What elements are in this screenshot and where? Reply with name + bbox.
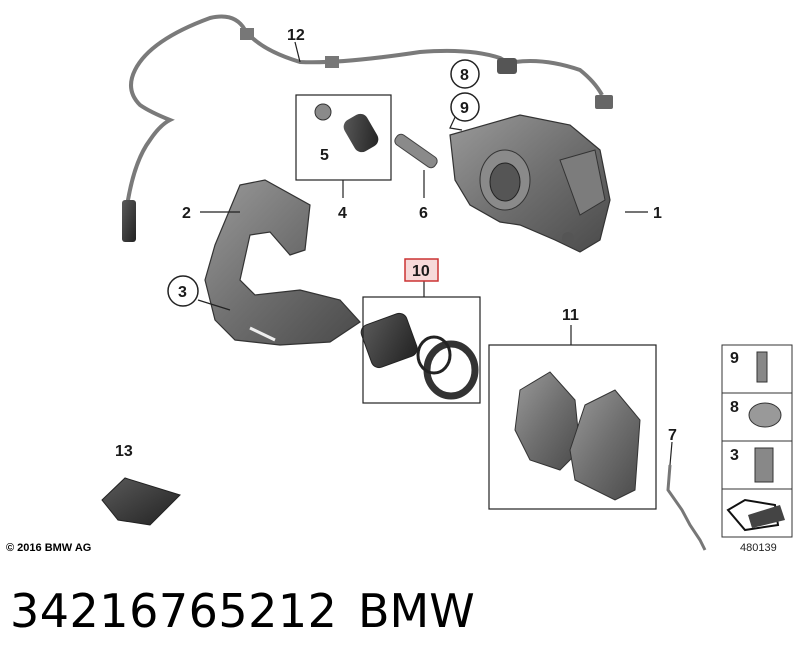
- caliper-housing: [449, 114, 611, 253]
- guide-pin: [394, 133, 438, 169]
- callout-7: 7: [668, 427, 677, 444]
- callout-10-highlight: [404, 258, 439, 282]
- guide-sleeve: [314, 103, 379, 153]
- wear-sensor-cable: [122, 14, 613, 242]
- callout-2: 2: [182, 205, 191, 222]
- legend-3: 3: [730, 447, 739, 464]
- legend-banjo-bolt: [748, 402, 782, 428]
- box-10: [362, 296, 481, 404]
- callout-6: 6: [419, 205, 428, 222]
- part-number: 34216765212: [10, 584, 338, 638]
- callout-3: 3: [178, 284, 187, 301]
- callout-5: 5: [320, 147, 329, 164]
- exploded-parts-diagram: 12 1 2 4 5 6 11 7 13 8 9 3 10 9 8 3: [101, 14, 793, 551]
- legend-8: 8: [730, 399, 739, 416]
- copyright-notice: © 2016 BMW AG: [6, 542, 92, 554]
- callout-9: 9: [460, 100, 469, 117]
- spring-clip: [666, 464, 707, 551]
- leader-lines: [197, 41, 673, 466]
- caliper-carrier: [204, 179, 361, 346]
- hardware-legend: 9 8 3: [721, 344, 793, 538]
- diagram-reference-number: 480139: [740, 542, 777, 554]
- callout-8-circle: [450, 59, 480, 89]
- box-11: [488, 344, 657, 510]
- callout-8: 8: [460, 67, 469, 84]
- callout-3-circle: [167, 275, 199, 307]
- legend-bleeder-screw: [756, 351, 768, 383]
- brake-pads: [514, 371, 641, 501]
- piston-repair-kit: [360, 312, 479, 400]
- callout-4: 4: [338, 205, 347, 222]
- callout-1: 1: [653, 205, 662, 222]
- callout-10: 10: [412, 263, 430, 280]
- callout-13: 13: [115, 443, 133, 460]
- legend-hex-bolt: [754, 447, 774, 483]
- callout-9-circle: [450, 92, 480, 122]
- brand-name: BMW: [358, 584, 475, 638]
- callout-11: 11: [562, 307, 579, 324]
- grease-packet: [101, 477, 181, 526]
- legend-9: 9: [730, 350, 739, 367]
- callout-12: 12: [287, 27, 305, 44]
